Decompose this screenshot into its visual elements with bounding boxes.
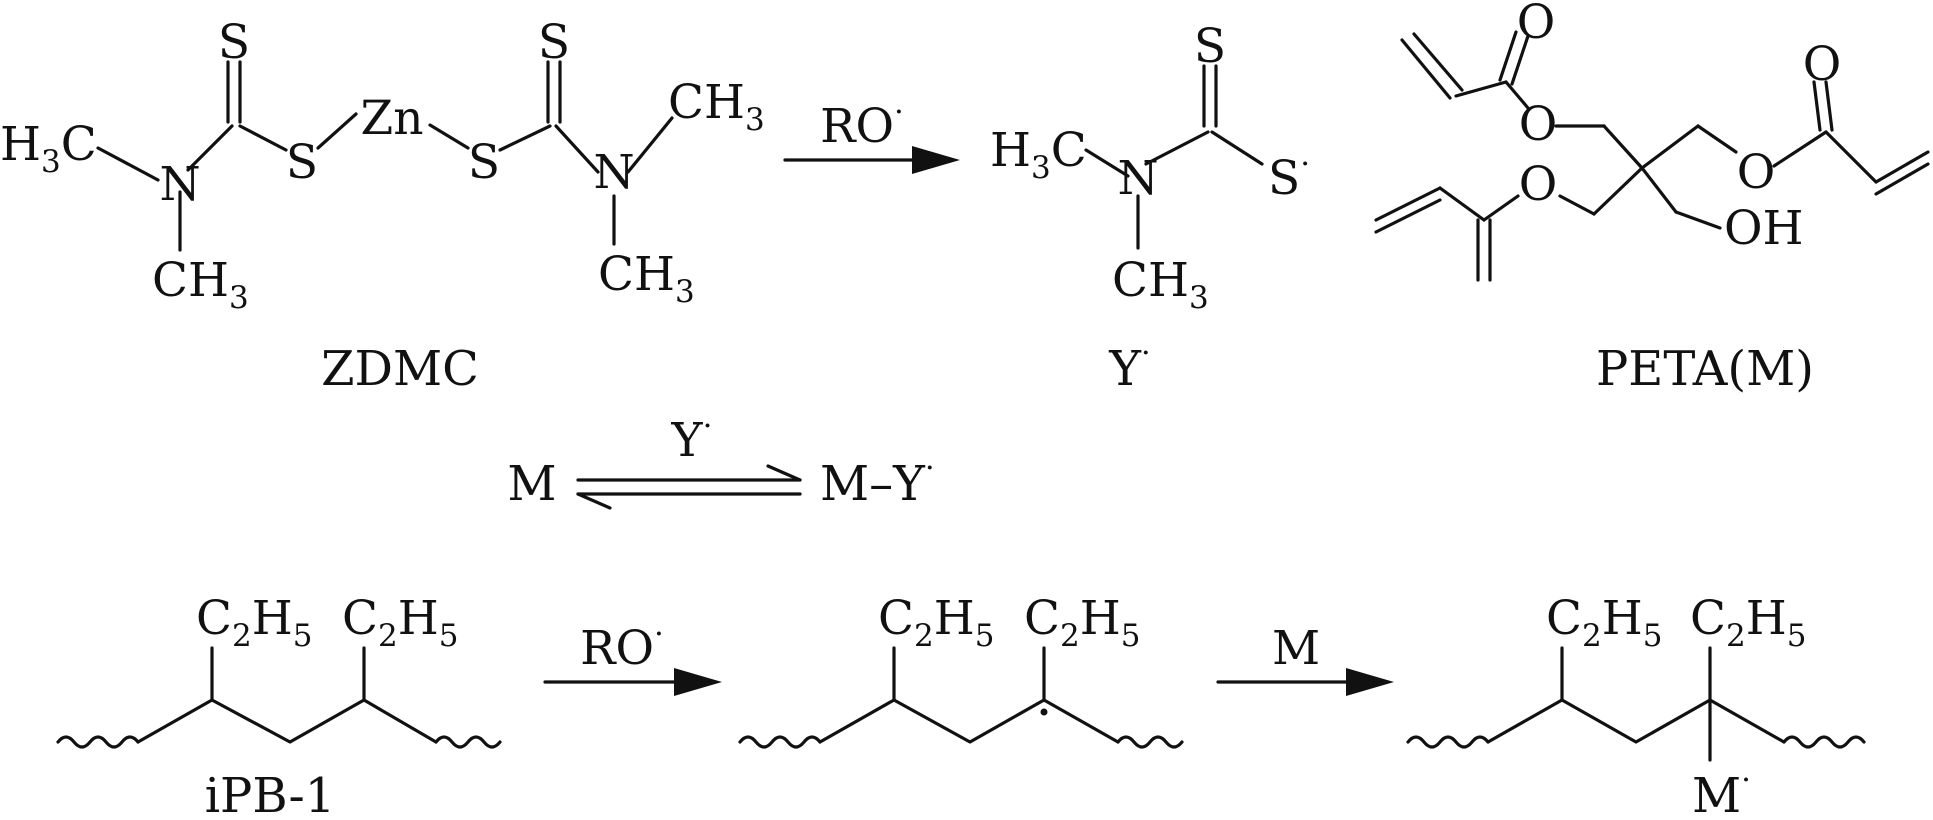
zdmc-ch3-right: CH3 <box>668 75 765 138</box>
equilibrium-reaction: M Y· M–Y· <box>507 408 934 512</box>
ipb1-label: iPB-1 <box>205 768 336 820</box>
bond <box>1084 148 1130 178</box>
peta-oxygen-right-ester: O <box>1737 145 1776 200</box>
zdmc-sulfur-left: S <box>286 135 318 190</box>
wavy-bond-right <box>1782 735 1866 749</box>
bond <box>1696 124 1738 154</box>
y-sulfur-top: S <box>1194 19 1226 74</box>
bond <box>1400 38 1452 100</box>
arrow-head <box>1346 668 1394 696</box>
product-backbone <box>1486 698 1786 744</box>
peta-oxygen-ether: O <box>1519 157 1558 212</box>
equilibrium-above-label: Y· <box>671 408 713 468</box>
wavy-bond-right <box>434 735 502 749</box>
bond <box>1210 130 1264 166</box>
bond <box>1558 194 1596 216</box>
zdmc-ch3-below-right: CH3 <box>598 247 695 310</box>
bond <box>1454 80 1508 98</box>
bond <box>554 124 600 174</box>
equilibrium-right-m-y: M–Y· <box>820 450 935 512</box>
arrow-m: M <box>1216 621 1394 696</box>
equilibrium-reverse-barb <box>576 492 612 510</box>
radical-dot <box>1040 708 1048 716</box>
product-ethyl-left: C2H5 <box>1546 591 1662 654</box>
wavy-bond-left <box>56 735 140 749</box>
peta-hydroxyl: OH <box>1724 201 1804 256</box>
peta-oxygen-top-right-carbonyl: O <box>1803 37 1842 92</box>
bond <box>1640 166 1678 214</box>
bond <box>1824 80 1834 132</box>
arrow-ro-2-label: RO· <box>580 616 664 676</box>
bond <box>1640 124 1700 170</box>
ipb1-ethyl-right: C2H5 <box>342 591 458 654</box>
arrow-head <box>674 668 722 696</box>
bond <box>1482 194 1520 222</box>
bond <box>1504 80 1530 110</box>
bond <box>1412 32 1464 92</box>
zdmc-sulfur-right: S <box>468 135 500 190</box>
bond <box>1438 186 1486 222</box>
wavy-bond-left <box>1406 735 1490 749</box>
bond <box>96 146 160 182</box>
zdmc-zinc: Zn <box>361 91 424 146</box>
ipb1-backbone <box>136 698 438 744</box>
equilibrium-forward-barb <box>766 464 802 482</box>
bond <box>1374 186 1442 222</box>
peta-oxygen-top-ester: O <box>1519 97 1558 152</box>
y-radical-structure: S H3C N S· CH3 Y· <box>990 19 1310 397</box>
bond <box>1510 34 1530 86</box>
bond <box>1674 210 1722 230</box>
equilibrium-left-m: M <box>507 456 556 512</box>
intermediate-backbone <box>818 698 1120 744</box>
ipb1-structure: C2H5 C2H5 iPB-1 <box>56 591 502 820</box>
bond <box>1498 30 1518 82</box>
bond <box>626 116 674 174</box>
wavy-bond-left <box>738 735 822 749</box>
bond <box>428 123 470 150</box>
bond <box>1374 198 1442 234</box>
zdmc-sulfur-top-left: S <box>218 15 250 70</box>
bond <box>1592 166 1644 216</box>
zdmc-sulfur-top-right: S <box>538 15 570 70</box>
product-structure: C2H5 C2H5 M· <box>1406 591 1866 820</box>
arrow-m-label: M <box>1272 621 1320 676</box>
y-ch3: CH3 <box>1112 253 1209 316</box>
intermediate-ethyl-right: C2H5 <box>1024 591 1140 654</box>
bond <box>1144 130 1210 166</box>
product-ethyl-right: C2H5 <box>1690 591 1806 654</box>
bond <box>498 124 552 152</box>
bond <box>1772 130 1828 168</box>
zdmc-ch3-below-left: CH3 <box>152 253 249 316</box>
zdmc-label: ZDMC <box>321 341 479 397</box>
peta-structure: O O OH O O O PETA(M) <box>1374 0 1930 397</box>
bond <box>1874 150 1930 184</box>
y-h3c: H3C <box>990 123 1087 186</box>
zdmc-structure: S S H3C N S Zn S N CH3 CH3 CH3 ZDMC <box>0 15 765 397</box>
zdmc-nitrogen-left: N <box>159 157 200 212</box>
zdmc-h3c-left: H3C <box>0 117 97 180</box>
arrow-head <box>912 146 960 174</box>
bond <box>1602 124 1644 170</box>
zdmc-nitrogen-right: N <box>593 145 634 200</box>
arrow-ro-2: RO· <box>543 616 722 696</box>
arrow-ro-1: RO· <box>783 94 960 174</box>
product-m-radical: M· <box>1692 762 1751 820</box>
intermediate-radical-structure: C2H5 C2H5 <box>738 591 1184 749</box>
ipb1-ethyl-left: C2H5 <box>196 591 312 654</box>
bond <box>1824 130 1878 184</box>
bond <box>316 112 358 150</box>
peta-oxygen-top-carbonyl: O <box>1517 0 1556 50</box>
wavy-bond-right <box>1116 735 1184 749</box>
bond <box>186 124 234 172</box>
y-sulfur-radical: S· <box>1268 146 1310 206</box>
bond <box>238 124 288 152</box>
peta-label: PETA(M) <box>1596 341 1814 397</box>
arrow-ro-1-label: RO· <box>820 94 904 154</box>
y-label: Y· <box>1108 335 1151 397</box>
bond <box>1812 80 1822 132</box>
y-nitrogen: N <box>1117 151 1158 206</box>
intermediate-ethyl-left: C2H5 <box>878 591 994 654</box>
bond <box>1874 162 1930 196</box>
